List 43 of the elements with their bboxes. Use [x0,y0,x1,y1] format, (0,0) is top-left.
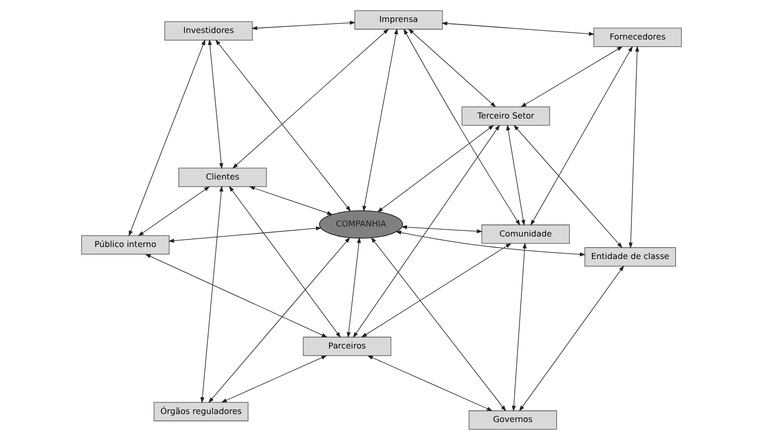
arrow [352,124,500,338]
arrow [214,39,350,212]
arrow [346,237,360,338]
node-box: Público interno [80,235,170,255]
arrow [137,186,210,236]
node-box: Terceiro Setor [461,106,550,126]
arrow [207,39,223,169]
node-box: Entidade de classe [584,247,676,266]
node-box: Investidores [164,21,252,40]
arrow [513,124,622,248]
node-box: Fornecedores [592,28,682,47]
arrow [128,39,205,236]
arrow [220,355,327,403]
arrow [511,242,526,412]
arrow [366,355,492,412]
arrow [248,186,332,215]
node-box: Parceiros [302,336,391,356]
arrow [408,28,496,108]
node-box: Comunidade [480,224,570,244]
arrow [370,237,506,412]
arrow [200,186,223,404]
arrow [402,28,520,226]
arrow [441,22,594,36]
arrow [144,254,327,338]
arrow [232,28,388,169]
arrow [228,186,340,338]
arrow [395,230,586,256]
node-box: Governos [468,410,556,430]
arrow [168,226,322,243]
arrow [376,124,494,212]
arrow [400,225,482,234]
arrow [506,124,525,226]
node-box: Imprensa [354,10,442,30]
arrow [628,46,639,248]
arrow [530,46,632,226]
arrow [520,46,622,108]
arrow [362,28,398,212]
arrow [518,265,624,412]
node-box: Órgãos reguladores [153,402,248,422]
arrow [250,20,356,30]
arrow [360,243,511,338]
arrow [208,237,350,404]
node-box: Clientes [178,168,266,187]
